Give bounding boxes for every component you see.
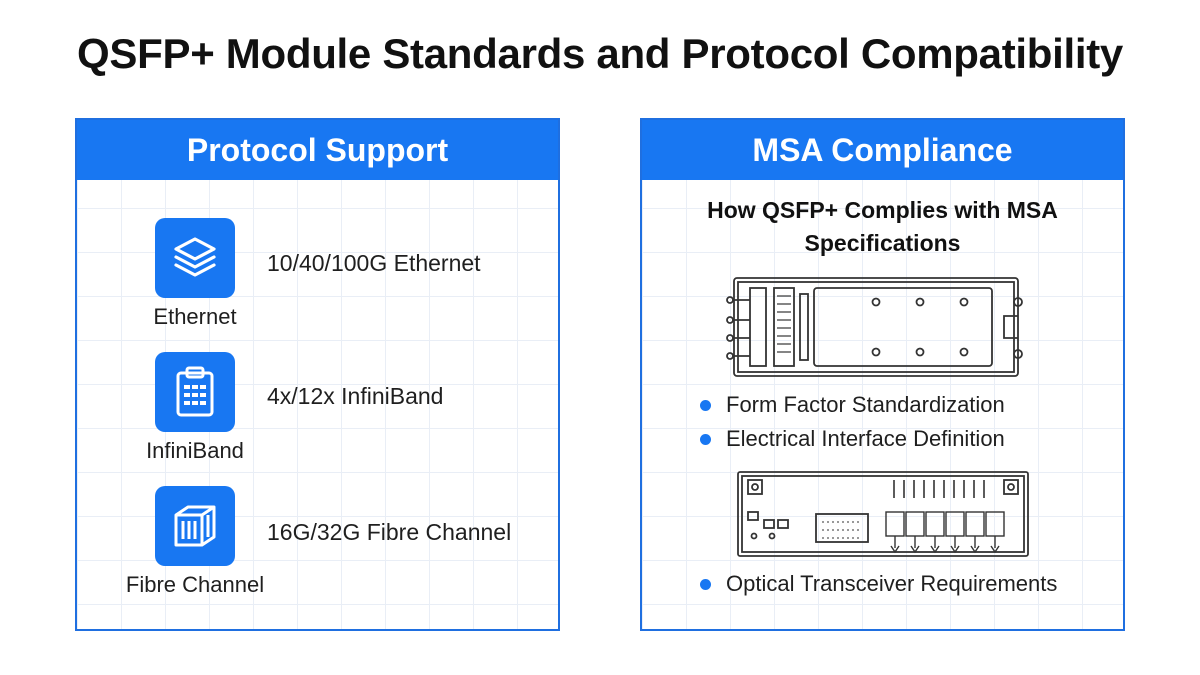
qsfp-module-board-diagram (737, 471, 1029, 557)
protocol-support-header: Protocol Support (77, 120, 558, 180)
bullet-dot-icon (700, 399, 711, 411)
stacked-layers-icon (155, 218, 235, 298)
msa-compliance-panel: MSA Compliance How QSFP+ Complies with M… (640, 118, 1125, 631)
msa-compliance-header: MSA Compliance (642, 120, 1123, 180)
fibre-box-icon (155, 486, 235, 566)
page-title: QSFP+ Module Standards and Protocol Comp… (77, 30, 1123, 77)
protocol-desc-infiniband: 4x/12x InfiniBand (267, 383, 444, 409)
protocol-label-ethernet: Ethernet (153, 304, 237, 329)
clipboard-grid-icon (155, 352, 235, 432)
bullet-dot-icon (700, 433, 711, 445)
msa-subheading: How QSFP+ Complies with MSA Specificatio… (707, 197, 1058, 256)
msa-bullet-optical-transceiver: Optical Transceiver Requirements (700, 571, 1057, 597)
protocol-label-fibre-channel: Fibre Channel (125, 572, 265, 597)
msa-bullet-form-factor: Form Factor Standardization (700, 392, 1005, 418)
protocol-desc-ethernet: 10/40/100G Ethernet (267, 250, 481, 276)
protocol-label-infiniband: InfiniBand (146, 438, 244, 463)
qsfp-module-top-view-diagram (726, 277, 1023, 377)
protocol-support-panel: Protocol Support Ethernet 10/40/100G Eth… (75, 118, 560, 631)
msa-bullet-electrical-interface: Electrical Interface Definition (700, 426, 1005, 452)
bullet-dot-icon (700, 578, 711, 590)
protocol-desc-fibre-channel: 16G/32G Fibre Channel (267, 519, 512, 545)
